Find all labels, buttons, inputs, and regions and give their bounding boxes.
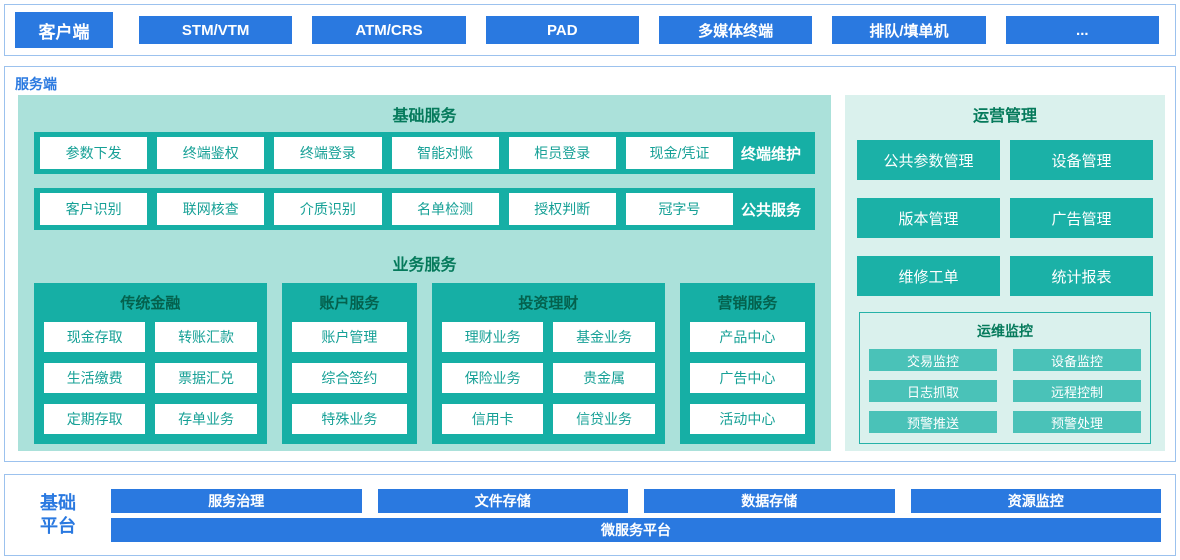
basic-services-panel: 基础服务 参数下发终端鉴权终端登录智能对账柜员登录现金/凭证 终端维护 客户识别… — [18, 95, 831, 451]
business-service-block: 特殊业务 — [291, 404, 407, 434]
client-terminal-block: 排队/填单机 — [832, 16, 986, 44]
terminal-maintenance-items: 参数下发终端鉴权终端登录智能对账柜员登录现金/凭证 — [40, 137, 734, 169]
platform-label-wrap: 基础平台 — [5, 492, 111, 539]
basic-service-block: 介质识别 — [274, 193, 382, 225]
public-service-items: 客户识别联网核查介质识别名单检测授权判断冠字号 — [40, 193, 734, 225]
business-service-block: 广告中心 — [689, 363, 805, 393]
operations-block: 公共参数管理 — [857, 140, 1000, 180]
basic-service-block: 智能对账 — [391, 137, 499, 169]
platform-section: 基础平台 服务治理文件存储数据存储资源监控 微服务平台 — [4, 474, 1176, 556]
terminal-maintenance-row: 参数下发终端鉴权终端登录智能对账柜员登录现金/凭证 终端维护 — [34, 132, 815, 174]
business-service-block: 活动中心 — [689, 404, 805, 434]
operations-items: 公共参数管理设备管理版本管理广告管理维修工单统计报表 — [857, 140, 1153, 296]
business-service-block: 存单业务 — [155, 404, 257, 434]
group-items: 产品中心广告中心活动中心 — [689, 322, 805, 434]
business-service-block: 产品中心 — [689, 322, 805, 352]
business-service-block: 票据汇兑 — [155, 363, 257, 393]
business-service-block: 信贷业务 — [553, 404, 655, 434]
client-terminal-block: PAD — [485, 16, 639, 44]
monitoring-items: 交易监控设备监控日志抓取远程控制预警推送预警处理 — [869, 349, 1141, 433]
platform-content: 服务治理文件存储数据存储资源监控 微服务平台 — [111, 488, 1161, 542]
group-traditional-finance: 传统金融 现金存取转账汇款生活缴费票据汇兑定期存取存单业务 — [34, 283, 267, 444]
operations-panel: 运营管理 公共参数管理设备管理版本管理广告管理维修工单统计报表 运维监控 交易监… — [845, 95, 1165, 451]
client-terminal-block: ATM/CRS — [312, 16, 466, 44]
platform-items: 服务治理文件存储数据存储资源监控 — [111, 488, 1161, 513]
basic-service-block: 终端鉴权 — [157, 137, 265, 169]
group-title: 账户服务 — [319, 295, 380, 312]
business-service-block: 定期存取 — [44, 404, 146, 434]
monitoring-title: 运维监控 — [977, 323, 1033, 339]
client-section: 客户端 STM/VTM ATM/CRS PAD 多媒体终端排队/填单机... — [4, 4, 1176, 56]
client-section-label: 客户端 — [15, 12, 113, 48]
group-title: 投资理财 — [518, 295, 579, 312]
operations-block: 广告管理 — [1010, 198, 1153, 238]
group-investment-finance: 投资理财 理财业务基金业务保险业务贵金属信用卡信贷业务 — [432, 283, 665, 444]
operations-block: 统计报表 — [1010, 256, 1153, 296]
monitoring-box: 运维监控 交易监控设备监控日志抓取远程控制预警推送预警处理 — [859, 312, 1151, 444]
basic-service-block: 联网核查 — [157, 193, 265, 225]
group-items: 理财业务基金业务保险业务贵金属信用卡信贷业务 — [442, 322, 655, 434]
group-items: 现金存取转账汇款生活缴费票据汇兑定期存取存单业务 — [44, 322, 257, 434]
server-section-label: 服务端 — [15, 76, 57, 92]
basic-service-block: 授权判断 — [508, 193, 616, 225]
business-service-block: 账户管理 — [291, 322, 407, 352]
client-terminal-list: STM/VTM ATM/CRS PAD 多媒体终端排队/填单机... — [139, 16, 1165, 44]
business-service-block: 综合签约 — [291, 363, 407, 393]
basic-service-block: 现金/凭证 — [625, 137, 734, 169]
business-service-block: 保险业务 — [442, 363, 544, 393]
monitoring-block: 预警处理 — [1013, 411, 1141, 433]
basic-service-block: 柜员登录 — [508, 137, 616, 169]
monitoring-block: 远程控制 — [1013, 380, 1141, 402]
group-title: 营销服务 — [717, 295, 778, 312]
public-service-row: 客户识别联网核查介质识别名单检测授权判断冠字号 公共服务 — [34, 188, 815, 230]
platform-block: 服务治理 — [111, 488, 362, 513]
client-terminal-block: 多媒体终端 — [658, 16, 813, 44]
monitoring-block: 日志抓取 — [869, 380, 997, 402]
business-service-block: 生活缴费 — [44, 363, 146, 393]
operations-title: 运营管理 — [972, 108, 1037, 125]
microservice-platform-bar: 微服务平台 — [111, 517, 1161, 542]
business-service-block: 信用卡 — [442, 404, 544, 434]
platform-block: 文件存储 — [377, 488, 628, 513]
platform-section-label: 基础平台 — [40, 492, 76, 536]
basic-service-block: 客户识别 — [40, 193, 148, 225]
basic-service-block: 名单检测 — [391, 193, 499, 225]
operations-block: 维修工单 — [857, 256, 1000, 296]
operations-block: 设备管理 — [1010, 140, 1153, 180]
business-service-block: 理财业务 — [442, 322, 544, 352]
business-service-block: 现金存取 — [44, 322, 146, 352]
operations-block: 版本管理 — [857, 198, 1000, 238]
basic-service-block: 冠字号 — [625, 193, 734, 225]
public-service-tag: 公共服务 — [740, 201, 801, 219]
basic-service-block: 终端登录 — [274, 137, 382, 169]
basic-services-title: 基础服务 — [392, 108, 457, 125]
group-items: 账户管理综合签约特殊业务 — [291, 322, 407, 434]
client-terminal-block: STM/VTM — [139, 16, 293, 44]
business-service-groups: 传统金融 现金存取转账汇款生活缴费票据汇兑定期存取存单业务 账户服务 账户管理综… — [34, 283, 815, 444]
platform-block: 数据存储 — [644, 488, 895, 513]
server-section: 服务端 基础服务 参数下发终端鉴权终端登录智能对账柜员登录现金/凭证 终端维护 … — [4, 66, 1176, 462]
group-account-services: 账户服务 账户管理综合签约特殊业务 — [281, 283, 417, 444]
business-service-block: 转账汇款 — [155, 322, 257, 352]
monitoring-block: 设备监控 — [1013, 349, 1141, 371]
client-terminal-block: ... — [1005, 16, 1159, 44]
business-services-title: 业务服务 — [392, 257, 457, 274]
monitoring-block: 预警推送 — [869, 411, 997, 433]
group-title: 传统金融 — [120, 295, 181, 312]
business-service-block: 基金业务 — [553, 322, 655, 352]
group-marketing-services: 营销服务 产品中心广告中心活动中心 — [679, 283, 815, 444]
platform-block: 资源监控 — [910, 488, 1161, 513]
terminal-maintenance-tag: 终端维护 — [740, 145, 801, 163]
business-service-block: 贵金属 — [553, 363, 655, 393]
monitoring-block: 交易监控 — [869, 349, 997, 371]
basic-service-block: 参数下发 — [40, 137, 148, 169]
